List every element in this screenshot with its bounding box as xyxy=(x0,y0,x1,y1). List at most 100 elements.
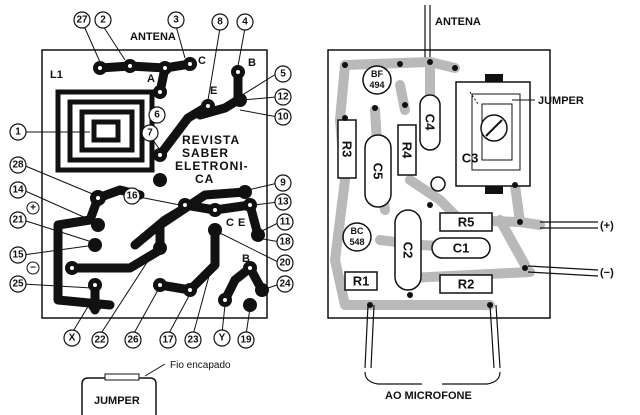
microphone-label: AO MICROFONE xyxy=(385,390,472,402)
svg-text:CA: CA xyxy=(195,172,214,186)
callout-24: 24 xyxy=(276,275,294,293)
coil-label: L1 xyxy=(50,69,63,81)
callout-6: 6 xyxy=(148,106,166,124)
svg-text:REVISTA: REVISTA xyxy=(182,133,240,147)
svg-text:C3: C3 xyxy=(462,151,479,166)
pin-c-label: C xyxy=(198,55,206,67)
transistor-bc548: BC 548 xyxy=(342,222,372,252)
transistor-bf494: BF 494 xyxy=(362,65,392,95)
svg-text:19: 19 xyxy=(240,335,252,346)
resistor-r5: R5 xyxy=(439,212,493,232)
callout-10: 10 xyxy=(274,108,292,126)
callout-15: 15 xyxy=(9,246,27,264)
callout-3: 3 xyxy=(167,11,185,29)
callout-25: 25 xyxy=(9,275,27,293)
svg-text:16: 16 xyxy=(126,191,138,202)
callout-x: X xyxy=(63,329,81,347)
svg-text:2: 2 xyxy=(100,15,106,26)
polarity-minus: − xyxy=(26,261,40,275)
callout-21: 21 xyxy=(9,211,27,229)
callout-5: 5 xyxy=(274,65,292,83)
svg-text:3: 3 xyxy=(173,15,179,26)
svg-text:26: 26 xyxy=(127,335,139,346)
svg-text:R2: R2 xyxy=(458,277,475,292)
svg-text:548: 548 xyxy=(349,237,364,247)
callout-8: 8 xyxy=(211,13,229,31)
svg-text:7: 7 xyxy=(147,128,153,139)
power-wires xyxy=(527,221,599,277)
svg-text:R5: R5 xyxy=(458,215,475,230)
antenna-wire xyxy=(424,5,431,62)
brand-text: REVISTA SABER ELETRONI- CA xyxy=(175,133,249,186)
callout-18: 18 xyxy=(276,233,294,251)
svg-text:C1: C1 xyxy=(453,241,470,256)
jumper-callout-label: JUMPER xyxy=(538,95,584,107)
svg-text:9: 9 xyxy=(280,178,286,189)
callout-14: 14 xyxy=(9,181,27,199)
left-antenna-label: ANTENA xyxy=(130,31,176,43)
svg-text:R4: R4 xyxy=(400,142,415,159)
svg-text:ELETRONI-: ELETRONI- xyxy=(175,159,249,173)
svg-text:28: 28 xyxy=(12,160,24,171)
minus-terminal-label: (−) xyxy=(600,267,614,279)
callout-2: 2 xyxy=(94,11,112,29)
callout-7: 7 xyxy=(141,124,159,142)
callout-11: 11 xyxy=(276,213,294,231)
pin-a-label: A xyxy=(147,73,155,85)
pin-c2-label: C xyxy=(226,217,234,229)
pin-b-label: B xyxy=(248,57,256,69)
callout-23: 23 xyxy=(184,331,202,349)
callout-17: 17 xyxy=(159,331,177,349)
component-side-board: ANTENA BF 494 BC 548 xyxy=(327,5,614,402)
svg-text:X: X xyxy=(69,333,76,344)
svg-text:22: 22 xyxy=(94,335,106,346)
svg-text:−: − xyxy=(30,263,36,274)
component-pads xyxy=(342,59,528,308)
svg-text:BF: BF xyxy=(371,69,383,79)
jumper-detail: Fio encapado JUMPER xyxy=(81,360,231,415)
capacitor-c4: C4 xyxy=(419,94,441,151)
svg-text:20: 20 xyxy=(279,258,291,269)
svg-text:4: 4 xyxy=(242,17,248,28)
spiral-coil-l1 xyxy=(55,89,155,173)
callout-9: 9 xyxy=(274,174,292,192)
svg-text:SABER: SABER xyxy=(182,146,229,160)
svg-text:23: 23 xyxy=(187,335,199,346)
svg-text:C5: C5 xyxy=(371,163,386,180)
callout-4: 4 xyxy=(236,13,254,31)
capacitor-c1: C1 xyxy=(431,237,491,259)
callout-22: 22 xyxy=(91,331,109,349)
callout-27: 27 xyxy=(73,11,91,29)
svg-text:15: 15 xyxy=(12,250,24,261)
svg-text:C4: C4 xyxy=(423,114,438,131)
right-board-outline xyxy=(327,49,551,319)
svg-text:1: 1 xyxy=(15,127,21,138)
pin-b2-label: B xyxy=(242,253,250,265)
right-antenna-label: ANTENA xyxy=(435,16,481,28)
resistor-r4: R4 xyxy=(397,124,417,176)
svg-text:R3: R3 xyxy=(340,141,355,158)
svg-text:13: 13 xyxy=(277,197,289,208)
insulated-wire-label: Fio encapado xyxy=(170,360,231,371)
pin-e-label: E xyxy=(210,85,217,97)
svg-text:18: 18 xyxy=(279,237,291,248)
svg-text:27: 27 xyxy=(76,15,88,26)
polarity-plus: + xyxy=(26,201,40,215)
mounting-hole xyxy=(430,176,446,192)
svg-text:17: 17 xyxy=(162,335,174,346)
capacitor-c2: C2 xyxy=(394,209,422,291)
callout-1: 1 xyxy=(9,123,27,141)
svg-text:10: 10 xyxy=(277,112,289,123)
callout-13: 13 xyxy=(274,193,292,211)
svg-text:C2: C2 xyxy=(401,242,416,259)
microphone-wires xyxy=(364,304,501,385)
trimmer-capacitor-c3: C3 xyxy=(455,74,531,194)
callout-y: Y xyxy=(213,329,231,347)
svg-text:25: 25 xyxy=(12,279,24,290)
svg-text:Y: Y xyxy=(219,333,226,344)
svg-text:5: 5 xyxy=(280,69,286,80)
svg-text:14: 14 xyxy=(12,185,24,196)
svg-text:21: 21 xyxy=(12,215,24,226)
callout-20: 20 xyxy=(276,254,294,272)
